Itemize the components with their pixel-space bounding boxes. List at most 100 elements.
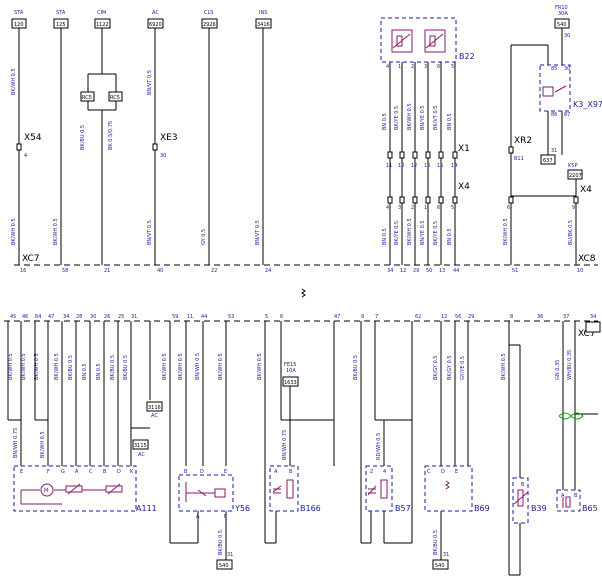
svg-text:E: E — [455, 469, 458, 475]
top-wire-labels: BK/WH 0.5 BK/WH 0.5 BK/WH 0.5 BK/BU 0.5 … — [11, 68, 574, 245]
svg-text:47: 47 — [334, 314, 340, 320]
svg-text:M: M — [44, 488, 48, 494]
x54-label: X54 — [24, 133, 42, 143]
tb-125-label: STA — [56, 10, 66, 16]
svg-text:2: 2 — [411, 64, 414, 70]
svg-text:A: A — [274, 469, 278, 475]
svg-text:A: A — [196, 514, 200, 520]
svg-text:28: 28 — [76, 314, 82, 320]
svg-text:16: 16 — [20, 268, 26, 274]
svg-text:2207: 2207 — [569, 173, 582, 179]
svg-text:58: 58 — [62, 268, 68, 274]
svg-text:540: 540 — [219, 563, 229, 569]
tb-6920-label: AC — [152, 10, 159, 16]
svg-text:9: 9 — [361, 314, 364, 320]
xc7-xc8-connector[interactable]: XC7 XC8 16 58 21 40 22 24 34 12 29 50 13… — [14, 254, 598, 274]
bottom-wire-labels: BK/WH 0.5 BK/WH 0.5 BK/WH 0.5 BN/WH 0.75… — [8, 350, 573, 555]
svg-text:BN 0.5: BN 0.5 — [447, 113, 453, 130]
svg-text:BK/YE 0.5: BK/YE 0.5 — [433, 221, 439, 245]
k3-label: K3_X97 — [573, 100, 602, 109]
k3-relay[interactable]: 85 30 86 87 31 K3_X97 30 — [539, 33, 602, 154]
svg-text:36: 36 — [537, 314, 543, 320]
svg-text:11: 11 — [386, 163, 392, 169]
tb-540-value: 540 — [557, 22, 567, 28]
svg-text:G: G — [61, 469, 65, 475]
svg-text:BK/WH 0.5: BK/WH 0.5 — [501, 353, 507, 380]
svg-text:A: A — [75, 469, 79, 475]
b69-label: B69 — [474, 504, 490, 513]
xc7-bottom-connector[interactable]: XC7 45 46 64 47 34 28 30 26 25 31 59 11 … — [4, 314, 598, 339]
svg-text:22: 22 — [211, 268, 217, 274]
svg-text:BN/WH 0.75: BN/WH 0.75 — [13, 428, 19, 458]
svg-text:BN/YE 0.5: BN/YE 0.5 — [420, 105, 426, 130]
svg-text:51: 51 — [512, 268, 518, 274]
tb-120-value: 120 — [14, 22, 24, 28]
svg-text:BK/GY 0.5: BK/GY 0.5 — [447, 355, 453, 380]
svg-text:RC5: RC5 — [82, 95, 92, 101]
svg-text:34: 34 — [387, 268, 393, 274]
xe3-label: XE3 — [160, 133, 178, 143]
svg-text:12: 12 — [400, 268, 406, 274]
svg-text:BK/BU 0.5: BK/BU 0.5 — [218, 530, 224, 555]
b65-component[interactable]: B65 A B — [556, 489, 598, 513]
tb-6920-value: 6920 — [149, 22, 162, 28]
svg-text:8: 8 — [510, 314, 513, 320]
svg-text:4: 4 — [24, 153, 27, 159]
svg-text:31: 31 — [443, 552, 449, 558]
tb-2926-value: 2926 — [203, 22, 216, 28]
b22-component[interactable]: B22 — [380, 17, 475, 63]
svg-text:34: 34 — [63, 314, 69, 320]
svg-text:BK/BU 0.5: BK/BU 0.5 — [80, 125, 86, 150]
svg-text:BK/BU 0.5: BK/BU 0.5 — [433, 530, 439, 555]
svg-text:BK/WH 0.5: BK/WH 0.5 — [178, 353, 184, 380]
svg-text:30: 30 — [90, 314, 96, 320]
b69-component[interactable]: B69 C D E — [424, 465, 490, 513]
svg-text:D: D — [117, 469, 121, 475]
svg-text:4: 4 — [386, 64, 389, 70]
svg-text:AC: AC — [151, 413, 158, 419]
svg-text:11: 11 — [187, 314, 193, 320]
svg-text:BN 0.5: BN 0.5 — [82, 363, 88, 380]
top-wires: RC5 RC5 637 2207 — [18, 28, 583, 265]
a111-component[interactable]: M A111 E F G A C B D K — [13, 465, 157, 513]
tb-120-label: STA — [14, 10, 24, 16]
svg-text:16: 16 — [424, 163, 430, 169]
b166-component[interactable]: B166 A B — [269, 465, 321, 513]
svg-text:3115: 3115 — [134, 443, 147, 449]
svg-text:637: 637 — [543, 158, 553, 164]
svg-text:B: B — [289, 469, 293, 475]
svg-text:BK/YE 0.5: BK/YE 0.5 — [394, 221, 400, 245]
svg-text:BK/VT 0.5: BK/VT 0.5 — [433, 106, 439, 130]
svg-text:31: 31 — [131, 314, 137, 320]
svg-text:47: 47 — [48, 314, 54, 320]
svg-text:BK/WH 0.5: BK/WH 0.5 — [257, 353, 263, 380]
svg-text:1633: 1633 — [284, 380, 297, 386]
svg-text:E: E — [20, 469, 23, 475]
xc7-bottom-label: XC7 — [578, 329, 596, 339]
svg-text:31: 31 — [551, 148, 557, 154]
svg-text:BN/VT 0.5: BN/VT 0.5 — [147, 220, 153, 245]
svg-text:30: 30 — [160, 153, 166, 159]
svg-text:F: F — [224, 514, 227, 520]
top-connector-markers: X54 4 XE3 30 XR2 B11 X1 X4 X4 K5P — [16, 133, 592, 204]
svg-text:7: 7 — [375, 314, 378, 320]
svg-text:BK/BU 0.5: BK/BU 0.5 — [123, 355, 129, 380]
svg-text:B11: B11 — [514, 156, 524, 162]
svg-text:BK/WH 0.5: BK/WH 0.5 — [11, 68, 17, 95]
y56-component[interactable]: Y56 B D E A F — [178, 469, 250, 520]
svg-text:C: C — [89, 469, 93, 475]
svg-text:BK/BU 0.5: BK/BU 0.5 — [353, 355, 359, 380]
svg-text:BK/WH 0.5: BK/WH 0.5 — [11, 218, 17, 245]
svg-text:FE15: FE15 — [284, 362, 296, 368]
svg-text:46: 46 — [22, 314, 28, 320]
svg-text:BN/WH 0.75: BN/WH 0.75 — [282, 430, 288, 460]
b39-component[interactable]: B39 B — [512, 477, 547, 524]
svg-text:30: 30 — [564, 33, 570, 39]
b57-component[interactable]: B57 2 4 — [365, 465, 411, 513]
svg-text:B: B — [574, 493, 578, 499]
svg-text:87: 87 — [564, 112, 570, 118]
svg-text:3116: 3116 — [148, 405, 161, 411]
svg-text:56: 56 — [455, 314, 461, 320]
tb-3416-label: INS — [259, 10, 267, 16]
x4b-label: X4 — [580, 185, 592, 195]
